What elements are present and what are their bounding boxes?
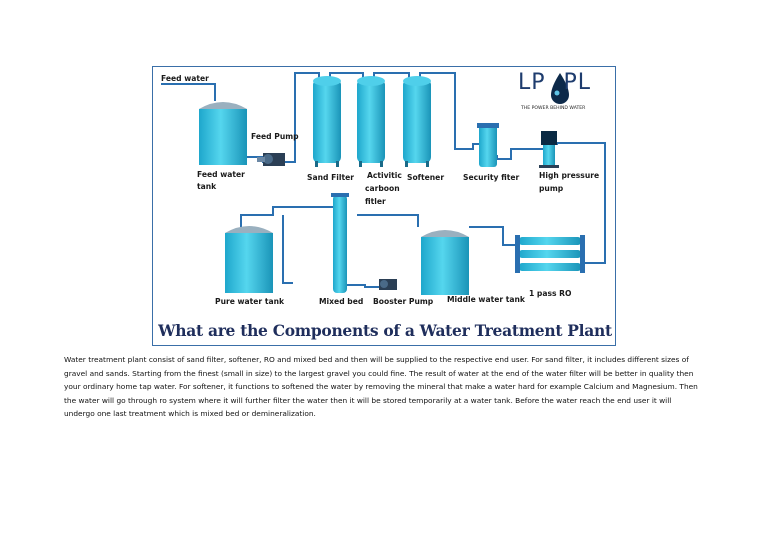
pipe-to-hp-pump	[496, 145, 546, 160]
label-feed-water-tank-line2: tank	[197, 182, 217, 191]
softener-vessel	[403, 76, 431, 167]
pipe-to-softener	[373, 72, 410, 79]
label-high-pressure-line2: pump	[539, 184, 564, 193]
label-softener: Softener	[407, 173, 445, 182]
pipe-loop	[282, 215, 293, 284]
pipe-mixed-bed-to-pure-tank	[240, 194, 340, 227]
label-1-pass-ro: 1 pass RO	[529, 289, 572, 298]
booster-pump	[379, 279, 397, 290]
logo-drop-icon	[551, 73, 569, 104]
carbon-filter-vessel	[357, 76, 385, 167]
feed-pump	[257, 153, 285, 166]
label-feed-pump: Feed Pump	[251, 132, 299, 141]
label-mixed-bed: Mixed bed	[319, 297, 364, 306]
label-pure-water-tank: Pure water tank	[215, 297, 285, 306]
pipe-ro-to-middle-tank	[469, 226, 519, 246]
caption-paragraph: Water treatment plant consist of sand fi…	[64, 355, 698, 419]
diagram-graphics	[161, 72, 606, 295]
logo-right: PL	[563, 70, 592, 95]
logo-tagline: THE POWER BEHIND WATER	[521, 106, 586, 111]
pipe-to-carbon-filter	[329, 72, 364, 79]
high-pressure-pump	[539, 131, 559, 168]
pure-water-tank	[225, 226, 273, 293]
label-security-filter: Security fiter	[463, 173, 520, 182]
logo-left: LP	[518, 70, 546, 95]
security-filter-vessel	[477, 123, 499, 167]
label-feed-water-tank-line1: Feed water	[197, 170, 245, 179]
label-activated-carbon-line3: fitler	[365, 197, 386, 206]
pipe-to-security-filter	[419, 72, 485, 150]
label-activated-carbon-line1: Activitic	[367, 171, 402, 180]
sand-filter-vessel	[313, 76, 341, 167]
ro-membranes	[515, 235, 585, 273]
water-treatment-diagram: LP PL THE POWER BEHIND WATER Feed water F…	[152, 66, 616, 346]
label-feed-water: Feed water	[161, 74, 209, 83]
middle-water-tank	[421, 230, 469, 295]
figure-title: What are the Components of a Water Treat…	[158, 321, 612, 340]
label-middle-water-tank: Middle water tank	[447, 295, 525, 304]
label-booster-pump: Booster Pump	[373, 297, 434, 306]
label-sand-filter: Sand Filter	[307, 173, 354, 182]
feed-water-pipe	[161, 83, 216, 101]
label-activated-carbon-line2: carboon	[365, 184, 400, 193]
feed-water-tank	[199, 102, 247, 165]
logo: LP PL	[518, 70, 591, 95]
label-high-pressure-line1: High pressure	[539, 171, 600, 180]
pipe-middle-to-booster	[357, 214, 419, 227]
mixed-bed-column	[331, 193, 349, 293]
